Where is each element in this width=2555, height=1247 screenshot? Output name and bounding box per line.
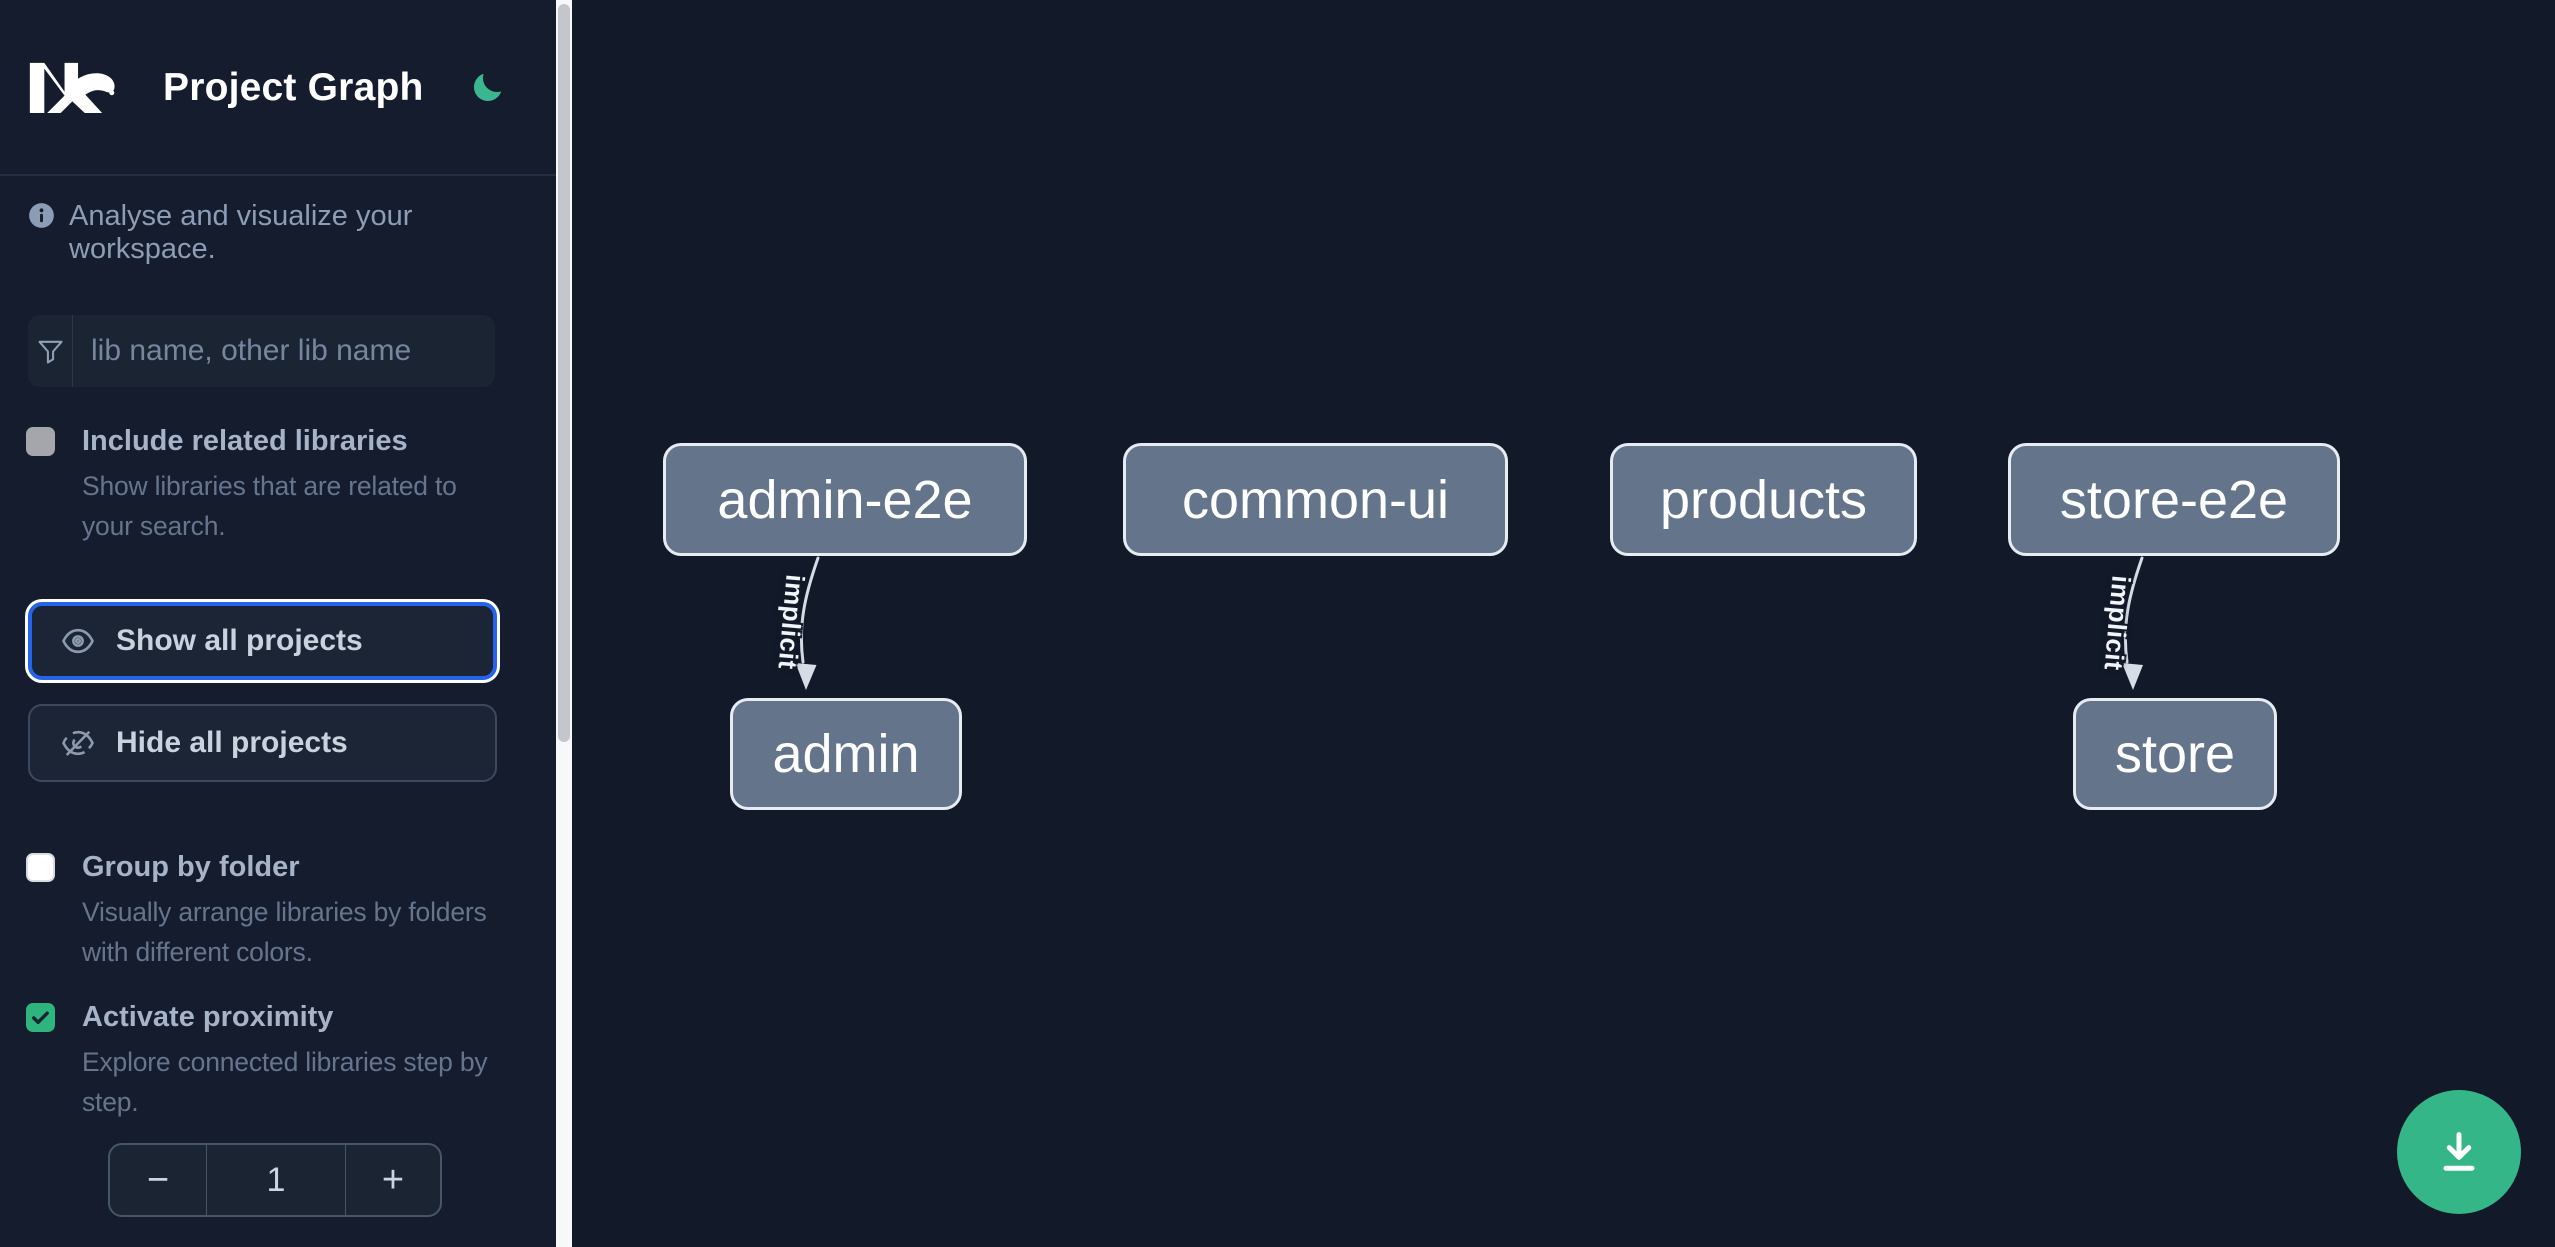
option-activate-proximity: Activate proximity Explore connected lib… bbox=[26, 1000, 530, 1122]
show-all-projects-label: Show all projects bbox=[116, 624, 363, 657]
activate-proximity-checkbox[interactable] bbox=[26, 1003, 55, 1032]
download-icon bbox=[2443, 1132, 2475, 1171]
group-by-folder-label: Group by folder bbox=[82, 851, 300, 883]
eye-icon bbox=[62, 628, 94, 654]
include-related-checkbox[interactable] bbox=[26, 427, 55, 456]
include-related-label: Include related libraries bbox=[82, 425, 408, 457]
graph-node-store[interactable]: store bbox=[2073, 698, 2277, 810]
graph-node-admin-e2e[interactable]: admin-e2e bbox=[663, 443, 1027, 556]
app-header: Project Graph bbox=[0, 0, 556, 176]
proximity-depth-value: 1 bbox=[207, 1145, 346, 1215]
increment-button[interactable]: + bbox=[346, 1145, 440, 1215]
graph-edges bbox=[795, 556, 2144, 690]
option-group-by-folder: Group by folder Visually arrange librari… bbox=[26, 850, 530, 972]
search-box bbox=[28, 315, 495, 387]
search-input[interactable] bbox=[73, 315, 495, 387]
sidebar-scrollbar bbox=[556, 0, 572, 1247]
graph-node-products[interactable]: products bbox=[1610, 443, 1917, 556]
activate-proximity-label: Activate proximity bbox=[82, 1001, 334, 1033]
info-icon bbox=[29, 203, 54, 228]
show-all-projects-button[interactable]: Show all projects bbox=[28, 602, 497, 680]
checkmark-icon bbox=[32, 1011, 49, 1025]
filter-icon bbox=[28, 315, 73, 387]
activate-proximity-description: Explore connected libraries step by step… bbox=[82, 1047, 488, 1117]
page-title: Project Graph bbox=[163, 66, 424, 109]
eye-slash-icon bbox=[62, 730, 94, 756]
sidebar: Project Graph Analyse and visualize your… bbox=[0, 0, 556, 1247]
scrollbar-thumb[interactable] bbox=[558, 4, 570, 742]
proximity-depth-stepper: − 1 + bbox=[108, 1143, 442, 1217]
moon-icon bbox=[473, 73, 502, 101]
option-include-related-libraries: Include related libraries Show libraries… bbox=[26, 424, 530, 546]
group-by-folder-description: Visually arrange libraries by folders wi… bbox=[82, 897, 487, 967]
nx-logo bbox=[29, 62, 115, 113]
intro-row: Analyse and visualize your workspace. bbox=[28, 200, 528, 266]
include-related-description: Show libraries that are related to your … bbox=[82, 471, 457, 541]
hide-all-projects-button[interactable]: Hide all projects bbox=[28, 704, 497, 782]
project-graph-canvas[interactable]: implicit implicit admin-e2e common-ui pr… bbox=[572, 0, 2555, 1247]
intro-text: Analyse and visualize your workspace. bbox=[69, 200, 413, 265]
group-by-folder-checkbox[interactable] bbox=[26, 853, 55, 882]
graph-node-admin[interactable]: admin bbox=[730, 698, 962, 810]
theme-toggle-button[interactable] bbox=[468, 68, 508, 108]
download-graph-button[interactable] bbox=[2397, 1090, 2521, 1214]
graph-node-store-e2e[interactable]: store-e2e bbox=[2008, 443, 2340, 556]
graph-node-common-ui[interactable]: common-ui bbox=[1123, 443, 1508, 556]
decrement-button[interactable]: − bbox=[110, 1145, 207, 1215]
hide-all-projects-label: Hide all projects bbox=[116, 726, 348, 759]
